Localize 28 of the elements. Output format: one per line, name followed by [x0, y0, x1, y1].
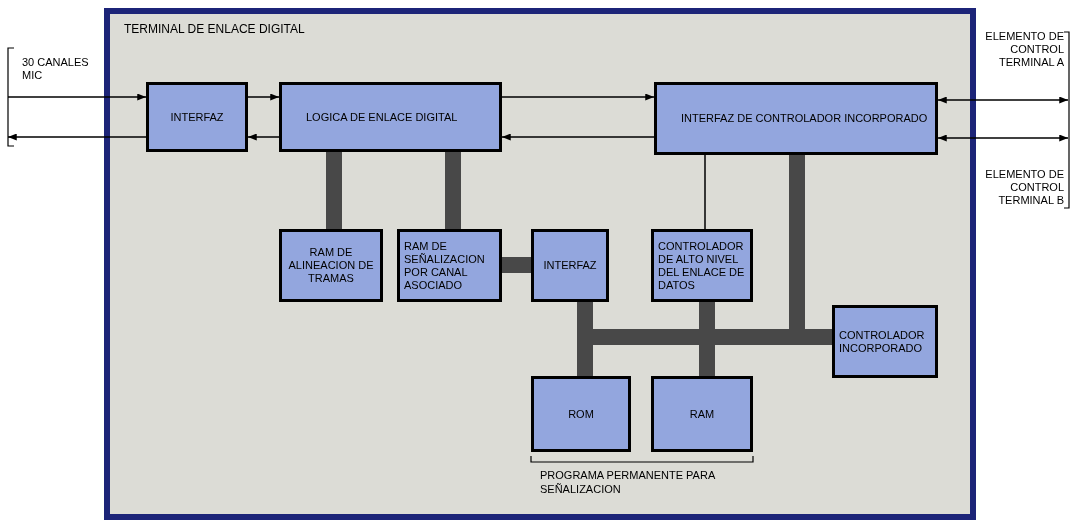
arrow	[501, 93, 655, 101]
block-box: CONTROLADOR DE ALTO NIVEL DEL ENLACE DE DATOS	[651, 229, 753, 302]
arrow	[937, 134, 1069, 142]
frame-heading: TERMINAL DE ENLACE DIGITAL	[124, 21, 305, 38]
output-label: ELEMENTO DE CONTROL TERMINAL A	[984, 26, 1068, 106]
block-box: RAM DE ALINEACION DE TRAMAS	[279, 229, 383, 302]
bus-connector	[445, 152, 461, 229]
block-box: ROM	[531, 376, 631, 452]
terminal-frame	[104, 8, 976, 520]
bus-connector	[326, 152, 342, 229]
block-box: RAM DE SEÑALIZACION POR CANAL ASOCIADO	[397, 229, 502, 302]
block-box: INTERFAZ	[531, 229, 609, 302]
bus-connector	[502, 257, 531, 273]
block-box: CONTROLADOR INCORPORADO	[832, 305, 938, 378]
arrow	[7, 133, 147, 141]
arrow	[501, 133, 655, 141]
block-box: INTERFAZ DE CONTROLADOR INCORPORADO	[654, 82, 938, 155]
block-box: RAM	[651, 376, 753, 452]
block-box: INTERFAZ	[146, 82, 248, 152]
arrow	[7, 93, 147, 101]
bracket-caption: PROGRAMA PERMANENTE PARA SEÑALIZACION	[540, 468, 716, 496]
input-label: 30 CANALES MIC	[8, 48, 92, 146]
block-box: LOGICA DE ENLACE DIGITAL	[279, 82, 502, 152]
bus-connector	[699, 302, 715, 376]
output-label: ELEMENTO DE CONTROL TERMINAL B	[984, 133, 1068, 213]
arrow	[247, 133, 280, 141]
arrow	[937, 96, 1069, 104]
arrow	[247, 93, 280, 101]
